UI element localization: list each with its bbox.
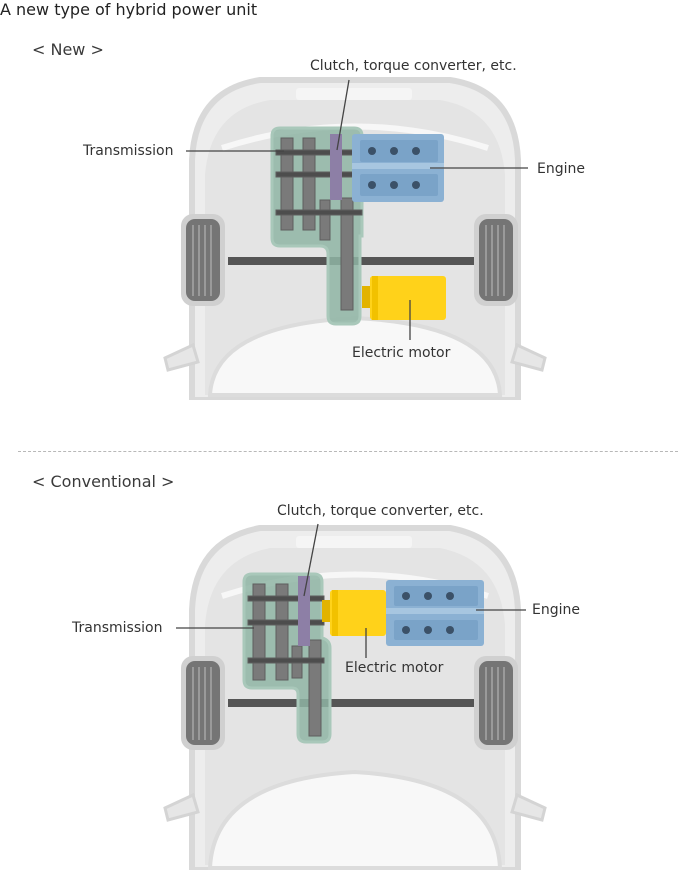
tire-left (181, 656, 225, 750)
tire-left (181, 214, 225, 306)
label-conventional-clutch: Clutch, torque converter, etc. (277, 503, 484, 519)
electric-motor (362, 276, 446, 320)
transmission-gears (275, 137, 363, 311)
new-powertrain-diagram (163, 77, 547, 400)
label-conventional-engine: Engine (532, 602, 580, 618)
tire-right (474, 214, 518, 306)
callout-lines (186, 79, 528, 340)
label-conventional-motor: Electric motor (345, 660, 444, 676)
tire-right (474, 656, 518, 750)
engine-block (352, 134, 444, 202)
label-conventional-transmission: Transmission (72, 620, 163, 636)
section-label-new: < New > (32, 40, 104, 59)
label-new-motor: Electric motor (352, 345, 451, 361)
engine-block (386, 580, 484, 646)
callout-lines (176, 523, 526, 658)
section-label-conventional: < Conventional > (32, 472, 175, 491)
electric-motor (322, 590, 386, 636)
label-new-transmission: Transmission (83, 143, 174, 159)
transmission-gears (247, 583, 325, 737)
page-title: A new type of hybrid power unit (0, 0, 258, 19)
clutch-unit (330, 134, 342, 200)
conventional-powertrain-diagram (163, 523, 547, 870)
axle (228, 699, 478, 707)
clutch-unit (298, 576, 310, 646)
label-new-engine: Engine (537, 161, 585, 177)
section-divider (18, 451, 678, 452)
label-new-clutch: Clutch, torque converter, etc. (310, 58, 517, 74)
